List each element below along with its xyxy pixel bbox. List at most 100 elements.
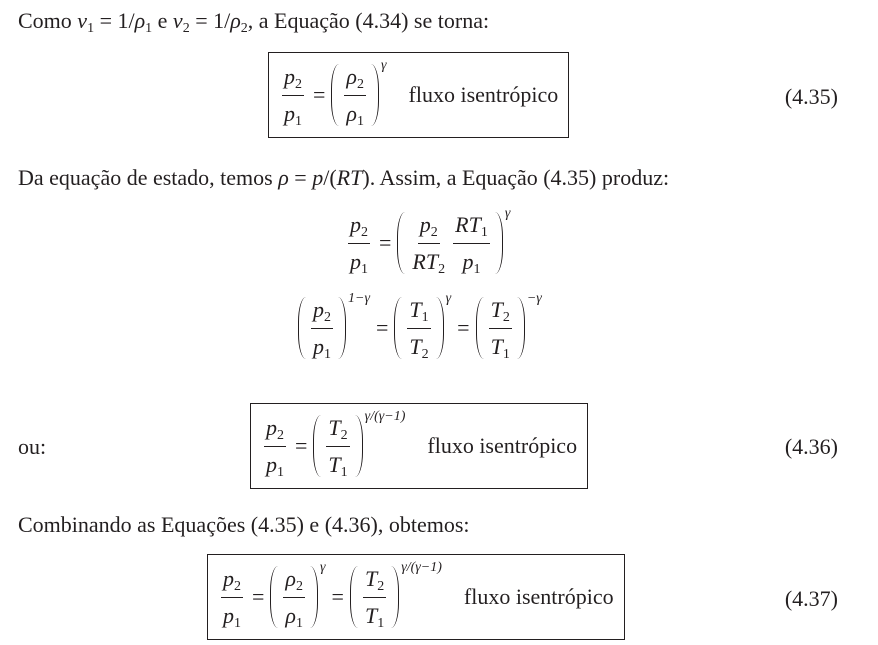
sub: 1 xyxy=(356,113,364,129)
exponent: γ xyxy=(445,290,452,306)
text: = xyxy=(288,165,313,190)
right-paren xyxy=(517,297,525,359)
equals: = xyxy=(379,230,392,255)
var: p xyxy=(313,333,324,359)
var: p xyxy=(462,248,474,274)
equals: = xyxy=(313,82,326,107)
sub: 2 xyxy=(295,76,302,92)
left-paren xyxy=(394,297,402,359)
sub: 2 xyxy=(377,578,385,594)
exponent: γ/(γ−1) xyxy=(401,559,442,575)
var: p xyxy=(284,63,295,89)
var: v xyxy=(77,8,88,33)
exponent: 1−γ xyxy=(348,290,370,306)
sub: 1 xyxy=(340,464,348,480)
equation-number: (4.35) xyxy=(784,84,838,109)
exponent: γ/(γ−1) xyxy=(364,408,406,424)
right-paren xyxy=(436,297,444,359)
isentropic-label: fluxo isentrópico xyxy=(408,82,559,107)
sub: 2 xyxy=(430,224,438,240)
left-paren xyxy=(313,415,321,477)
var: ρ xyxy=(346,63,357,89)
var: T xyxy=(350,165,363,190)
var: p xyxy=(223,565,234,591)
sub: 1 xyxy=(324,346,331,362)
sub: 1 xyxy=(502,346,510,362)
var: T xyxy=(364,602,378,628)
text: Da equação de estado, temos xyxy=(18,165,279,190)
var: p xyxy=(284,100,295,126)
var: T xyxy=(328,451,341,477)
exponent: −γ xyxy=(526,290,542,306)
sub: 2 xyxy=(340,427,348,443)
sub: 2 xyxy=(277,427,284,443)
var: R xyxy=(412,248,426,274)
sub: 2 xyxy=(240,21,248,36)
equation-number: (4.36) xyxy=(784,434,838,459)
exponent: γ xyxy=(319,559,326,575)
or-label: ou: xyxy=(18,434,47,459)
exponent: γ xyxy=(504,205,511,221)
left-paren xyxy=(331,64,339,126)
var: ρ xyxy=(346,100,357,126)
sub: 1 xyxy=(277,464,284,480)
text: = 1/ xyxy=(94,8,135,33)
sub: 2 xyxy=(324,309,331,325)
left-paren xyxy=(475,297,484,359)
equals: = xyxy=(252,584,265,609)
equals: = xyxy=(457,315,470,340)
var: p xyxy=(312,165,324,190)
exponent: γ xyxy=(380,57,387,73)
text: , a Equação (4.34) se torna: xyxy=(247,8,490,33)
var: p xyxy=(266,451,277,477)
right-paren xyxy=(338,297,346,359)
right-paren xyxy=(391,566,400,628)
intro-sentence: Como v1 = 1/ρ1 e v2 = 1/ρ2, a Equação (4… xyxy=(18,6,489,36)
sub: 1 xyxy=(377,615,385,631)
var: T xyxy=(409,333,422,359)
var: p xyxy=(313,296,324,322)
var: T xyxy=(490,296,503,322)
var: T xyxy=(490,333,503,359)
sub: 1 xyxy=(145,21,153,36)
var: p xyxy=(350,248,361,274)
var: T xyxy=(468,211,481,237)
var: ρ xyxy=(285,602,296,628)
equals: = xyxy=(375,315,389,340)
var: T xyxy=(425,248,439,274)
left-paren xyxy=(298,297,306,359)
sub: 1 xyxy=(295,113,302,129)
sub: 1 xyxy=(234,615,241,631)
sub: 2 xyxy=(356,76,364,92)
var: ρ xyxy=(278,165,289,190)
right-paren xyxy=(310,566,318,628)
text: ). Assim, a Equação (4.35) produz: xyxy=(362,165,670,190)
var: R xyxy=(455,211,469,237)
var: R xyxy=(336,165,351,190)
var: ρ xyxy=(134,8,146,33)
var: T xyxy=(328,414,341,440)
left-paren xyxy=(397,212,405,274)
sub: 1 xyxy=(473,261,481,277)
var: ρ xyxy=(230,8,241,33)
right-paren xyxy=(495,212,503,274)
sub: 2 xyxy=(421,346,429,362)
equals: = xyxy=(295,433,308,458)
sub: 1 xyxy=(87,21,95,36)
sub: 1 xyxy=(361,261,368,277)
right-paren xyxy=(371,64,379,126)
text: Como xyxy=(18,8,78,33)
sub: 2 xyxy=(502,309,510,325)
var: p xyxy=(419,211,431,237)
left-paren xyxy=(349,566,358,628)
sub: 2 xyxy=(361,224,368,240)
text: e xyxy=(152,8,173,33)
var: v xyxy=(172,8,183,33)
isentropic-label: fluxo isentrópico xyxy=(463,584,614,609)
sub: 2 xyxy=(295,578,303,594)
state-equation-sentence: Da equação de estado, temos ρ = p/(RT). … xyxy=(18,163,669,193)
